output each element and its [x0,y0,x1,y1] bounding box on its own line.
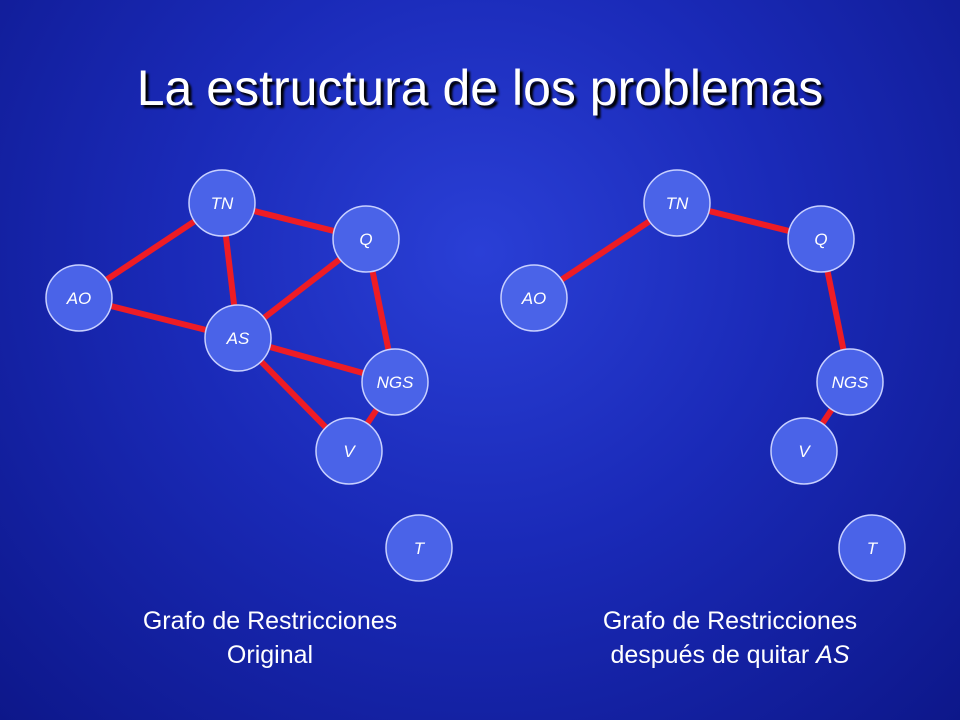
node-label-t: T [867,539,879,558]
node-label-tn: TN [666,194,689,213]
node-ao [500,264,568,332]
graph-sin-as: TN Q AO NGS V T [500,169,906,582]
node-tn [643,169,711,237]
node-q [787,205,855,273]
node-ngs [816,348,884,416]
node-label-tn: TN [211,194,234,213]
node-label-as: AS [226,329,250,348]
slide-title: La estructura de los problemas [136,60,824,116]
node-q [332,205,400,273]
node-tn [188,169,256,237]
caption-without-as-line1: Grafo de Restricciones [602,607,858,635]
caption-original-line2: Original [226,641,314,669]
node-label-q: Q [814,230,827,249]
node-ao [45,264,113,332]
node-label-q: Q [359,230,372,249]
node-v [315,417,383,485]
node-label-v: V [343,442,356,461]
node-label-ao: AO [521,289,547,308]
node-label-ao: AO [66,289,92,308]
node-label-ngs: NGS [832,373,870,392]
node-v [770,417,838,485]
caption-without-as-line2-prefix: después de quitar [610,641,817,669]
node-as [204,304,272,372]
node-t [385,514,453,582]
node-t [838,514,906,582]
node-label-v: V [798,442,811,461]
graph-original: TN Q AO AS NGS V T [45,169,453,582]
node-label-ngs: NGS [377,373,415,392]
node-label-t: T [414,539,426,558]
caption-without-as-line2-emphasis: AS [816,641,850,669]
node-ngs [361,348,429,416]
caption-without-as: Grafo de Restricciones después de quitar… [540,604,920,672]
caption-without-as-line2: después de quitar AS [540,638,920,672]
caption-original: Grafo de Restricciones Original [80,604,460,672]
caption-original-line1: Grafo de Restricciones [142,607,398,635]
